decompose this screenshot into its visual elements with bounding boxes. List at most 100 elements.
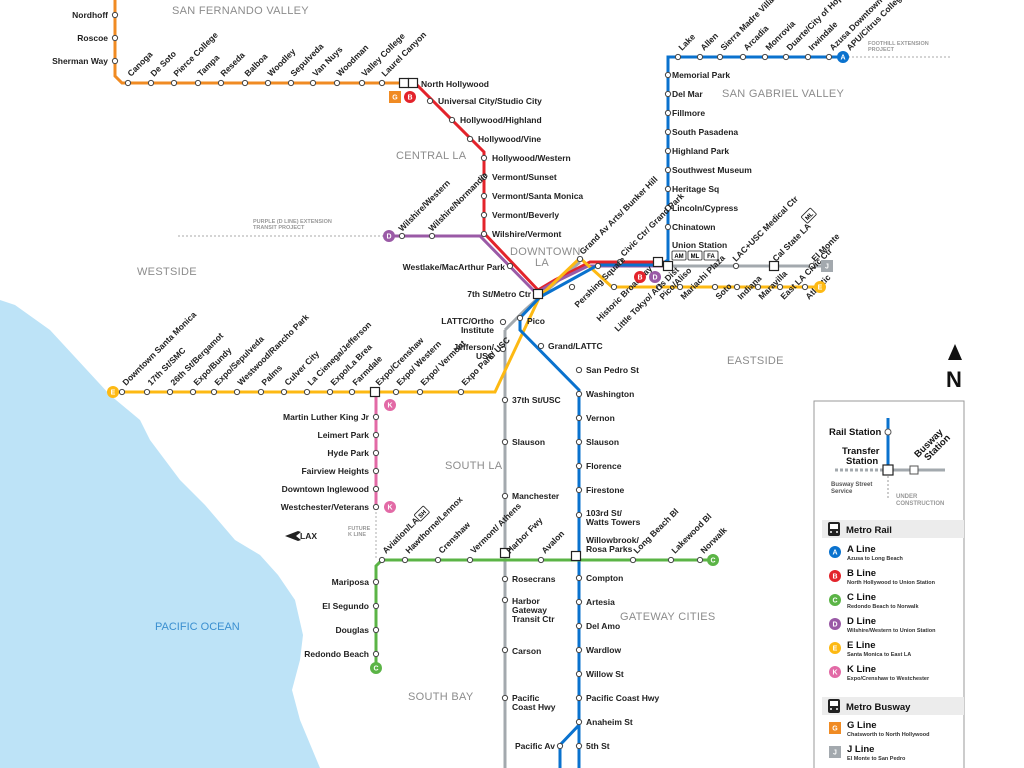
station-dot — [754, 283, 762, 291]
svg-text:SH: SH — [418, 510, 428, 520]
station-label: Lake — [676, 31, 697, 52]
station-label: Redondo Beach — [304, 649, 369, 659]
station-label: Pacific Coast Hwy — [586, 693, 659, 703]
station-dot — [287, 79, 295, 87]
station-label: 7th St/Metro Ctr — [467, 289, 531, 299]
legend-line-name: K Line — [847, 664, 876, 675]
station-dot — [594, 262, 602, 270]
north-label: N — [946, 367, 962, 392]
station-dot — [372, 449, 380, 457]
line-badge-letter: G — [392, 95, 398, 102]
station-label: Downtown Inglewood — [282, 484, 369, 494]
line-badge-e — [829, 642, 841, 654]
station-dot — [358, 79, 366, 87]
station-dot — [457, 388, 465, 396]
station-dot — [280, 388, 288, 396]
station-label: Watts Towers — [586, 517, 641, 527]
station-dot — [537, 556, 545, 564]
station-dot — [825, 53, 833, 61]
station-dot — [516, 314, 524, 322]
legend-busway-street: Busway Street — [831, 482, 872, 488]
legend-rail-station: Rail Station — [829, 427, 881, 438]
station-dot — [616, 258, 624, 266]
legend-transfer-2: Station — [846, 456, 878, 467]
line-badge-c — [707, 554, 719, 566]
station-dot — [676, 283, 684, 291]
station-dot — [556, 742, 564, 750]
station-dot — [696, 53, 704, 61]
station-dot — [147, 79, 155, 87]
station-dot — [378, 79, 386, 87]
station-dot — [664, 223, 672, 231]
line-badge-letter: J — [825, 264, 829, 271]
station-dot — [575, 486, 583, 494]
line-badge-d — [649, 271, 661, 283]
station-dot — [664, 147, 672, 155]
station-label: Fairview Heights — [301, 466, 369, 476]
region-south-bay: SOUTH BAY — [408, 691, 474, 703]
station-dot — [428, 232, 436, 240]
station-dot — [575, 622, 583, 630]
station-label: North Hollywood — [421, 79, 489, 89]
foothill-note-2: PROJECT — [868, 47, 895, 53]
station-dot — [416, 388, 424, 396]
line-badge-j — [821, 260, 833, 272]
station-label: Wardlow — [586, 645, 621, 655]
line-badge-letter: C — [832, 598, 837, 605]
lax-label: LAX — [300, 531, 317, 541]
c-line-route — [374, 558, 713, 665]
station-label: Grand/LATTC — [548, 341, 603, 351]
line-badge-letter: E — [818, 285, 823, 292]
station-dot — [480, 211, 488, 219]
station-label: Mariposa — [332, 577, 370, 587]
station-dot — [480, 230, 488, 238]
legend-line-name: E Line — [847, 640, 876, 651]
station-dot — [537, 342, 545, 350]
station-dot — [166, 388, 174, 396]
legend-busway-name: G Line — [847, 720, 877, 731]
station-dot — [111, 34, 119, 42]
legend-under-2: CONSTRUCTION — [896, 501, 944, 507]
amtrak-badge: AM — [674, 254, 683, 260]
station-label: 103rd St/ — [586, 508, 623, 518]
line-badge-c — [829, 594, 841, 606]
line-badge-letter: K — [387, 403, 392, 410]
line-badge-b — [829, 570, 841, 582]
station-label: Artesia — [586, 597, 615, 607]
line-badge-letter: B — [832, 574, 837, 581]
station-label: Reseda — [218, 50, 247, 79]
station-label: Pacific Av — [515, 741, 555, 751]
airplane-icon — [285, 531, 301, 541]
station-dot — [170, 79, 178, 87]
station-dot — [111, 57, 119, 65]
line-badge-g — [829, 722, 841, 734]
station-label: Sherman Way — [52, 56, 108, 66]
station-dot — [233, 388, 241, 396]
station-dot — [575, 574, 583, 582]
station-label: Vernon — [586, 413, 615, 423]
station-dot — [499, 345, 507, 353]
region-central-la: CENTRAL LA — [396, 150, 467, 162]
line-badge-letter: C — [710, 558, 715, 565]
a-line-route — [518, 55, 842, 768]
line-badge-d — [383, 230, 395, 242]
station-label: Roscoe — [77, 33, 108, 43]
flyaway-badge: FA — [707, 254, 715, 260]
line-badge-letter: E — [833, 646, 838, 653]
station-label: Norwalk — [698, 525, 729, 556]
station-label: LAC+USC Medical Ctr — [730, 193, 800, 263]
legend-busway-name: J Line — [847, 744, 874, 755]
north-arrow-icon — [948, 344, 962, 360]
station-label: Wilshire/Vermont — [492, 229, 562, 239]
station-dot — [501, 492, 509, 500]
station-dot — [610, 283, 618, 291]
station-label: Del Amo — [586, 621, 620, 631]
station-label: Balboa — [242, 51, 269, 78]
station-label: South Pasadena — [672, 127, 738, 137]
station-dot — [257, 388, 265, 396]
station-label: Rosecrans — [512, 574, 556, 584]
station-label: Manchester — [512, 491, 560, 501]
